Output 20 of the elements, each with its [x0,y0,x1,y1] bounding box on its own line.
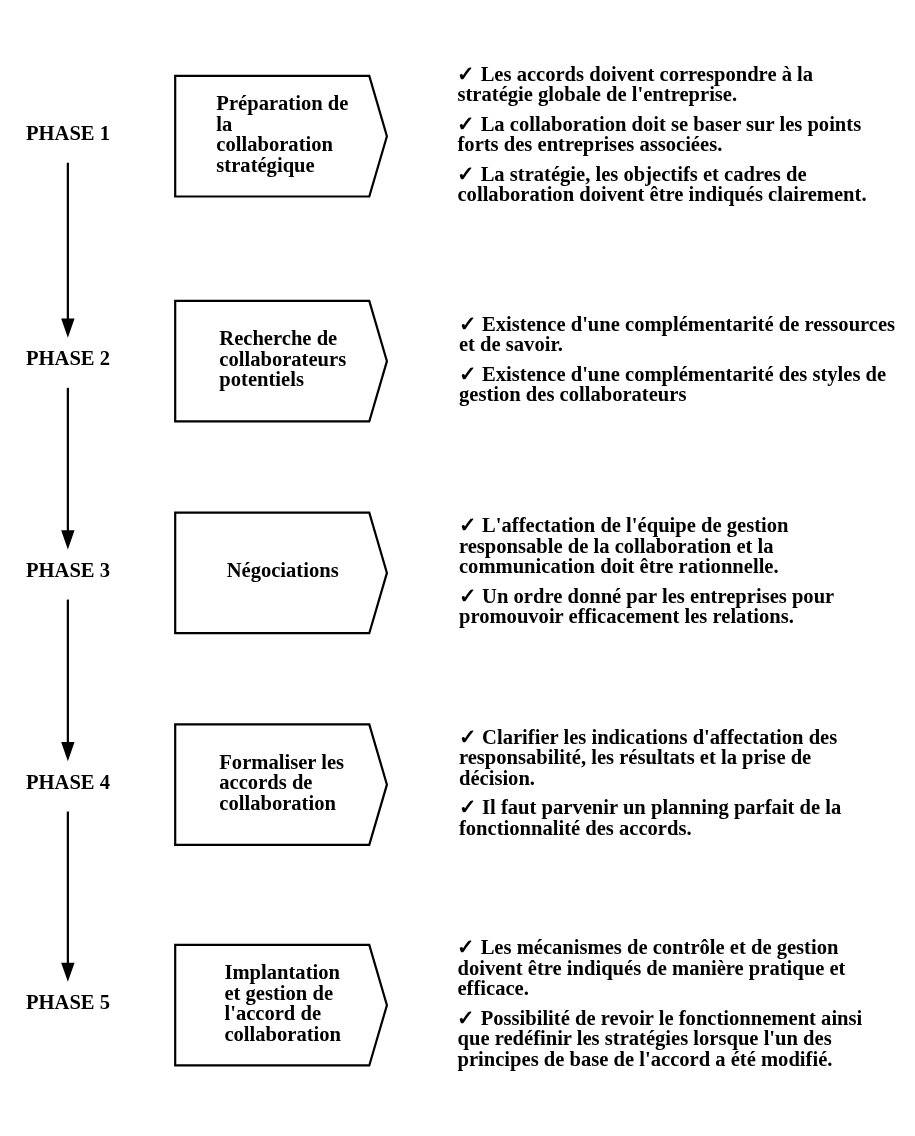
node-label: ✓ Existence d'une complémentarité des styles de gestion des collaborateurs [458,362,887,405]
arrow [61,599,75,761]
node-label: ✓ L'affectation de l'équipe de gestion responsable de la collaboration et la communication doit être rationnelle. [458,513,789,577]
node-label: ✓ Les accords doivent correspondre à la stratégie globale de l'entreprise. [457,62,814,105]
node-text: PHASE 1 [25,121,110,144]
node-label: ✓ Un ordre donné par les entreprises pour promouvoir efficacement les relations. [458,584,835,627]
node-label: ✓ Existence d'une complémentarité de ressources et de savoir. [458,312,896,355]
node-label: ✓ Clarifier les indications d'affectation des responsabilité, les résultats et la prise de décision. [458,725,838,789]
node-label: ✓ La stratégie, les objectifs et cadres de collaboration doivent être indiqués clairement. [457,162,867,205]
node-label: ✓ Il faut parvenir un planning parfait de la fonctionnalité des accords. [458,795,842,839]
arrow [61,811,75,982]
arrow [61,162,75,338]
node-text: PHASE 3 [25,558,110,581]
node-text: PHASE 2 [25,346,110,369]
arrow [61,387,75,549]
node-label: ✓ La collaboration doit se baser sur les points forts des entreprises associées. [457,112,862,155]
node-text: PHASE 5 [25,990,110,1013]
node-label: ✓ Possibilité de revoir le fonctionnement ainsi que redéfinir les stratégies lorsque l'un des principes de base de l'accord a été modifié. [457,1006,863,1070]
node-text: PHASE 4 [25,770,110,793]
node-label: ✓ Les mécanismes de contrôle et de gestion doivent être indiqués de manière pratique et efficace. [457,935,846,999]
